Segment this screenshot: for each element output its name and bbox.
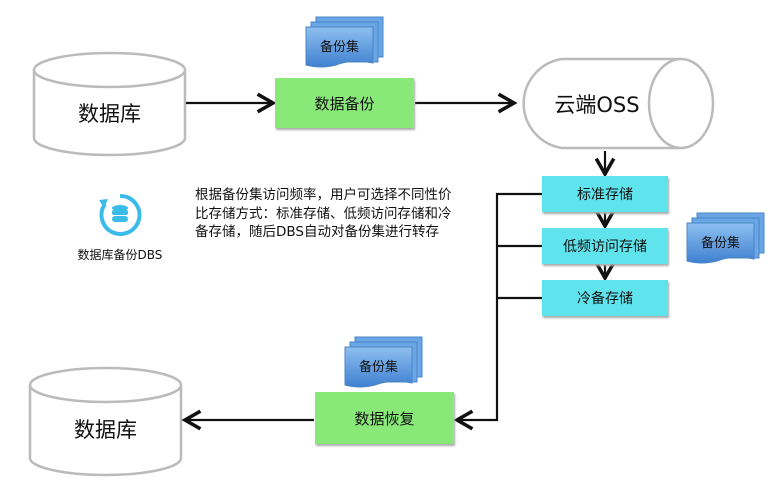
storage-tier-infrequent-access: 低频访问存储 — [542, 228, 668, 264]
dbs-label: 数据库备份DBS — [77, 247, 163, 262]
arrow-storage-to-restore — [453, 192, 542, 431]
dbs-backup-icon — [99, 193, 142, 236]
backup-set-doc-icon — [686, 212, 765, 264]
backup-set-doc-icon — [344, 336, 423, 388]
source-database-label: 数据库 — [78, 102, 141, 126]
target-database-cylinder — [28, 366, 183, 477]
data-restore-step: 数据恢复 — [315, 392, 454, 444]
storage-description: 根据备份集访问频率，用户可选择不同性价比存储方式：标准存储、低频访问存储和冷备存… — [195, 187, 452, 240]
storage-tier-standard: 标准存储 — [542, 176, 668, 212]
backup-set-doc-icon — [305, 16, 384, 68]
cloud-oss-label: 云端OSS — [554, 93, 640, 117]
backup-set-label: 备份集 — [358, 359, 398, 375]
source-database-cylinder — [32, 51, 187, 157]
flow-arrows — [181, 92, 616, 431]
backup-set-label: 备份集 — [319, 39, 359, 55]
storage-tier-archive: 冷备存储 — [542, 280, 668, 316]
cloud-oss-cylinder — [522, 57, 715, 150]
target-database-label: 数据库 — [74, 418, 137, 442]
data-backup-step: 数据备份 — [275, 78, 414, 128]
backup-set-label: 备份集 — [700, 235, 740, 251]
